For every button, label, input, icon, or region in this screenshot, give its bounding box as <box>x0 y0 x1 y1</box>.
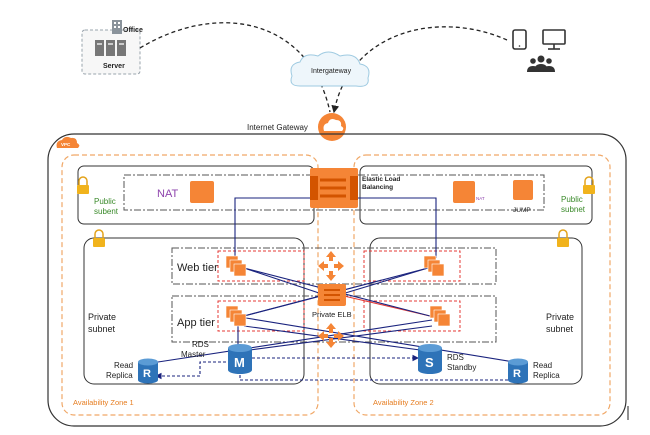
jump-label: JUMP <box>513 207 531 214</box>
vpc-label: VPC <box>61 142 71 147</box>
elb-to-web-left-link <box>234 197 310 258</box>
db-master-to-replica-left-replication <box>154 361 226 380</box>
web-tier-group-right <box>363 250 461 282</box>
users-group-icon <box>527 55 555 72</box>
public-subnet-right-label-2: subnet <box>561 205 586 214</box>
nat-left-label: NAT <box>157 188 178 200</box>
public-subnet-left-label-2: subent <box>94 207 119 216</box>
elb-label-2: Balancing <box>362 184 393 191</box>
server-rack-icon <box>95 40 126 56</box>
office-label: Office <box>123 27 143 34</box>
web-left-to-private-elb-link <box>243 267 323 295</box>
elb-to-web-right-link <box>358 197 437 258</box>
private-subnet-right <box>369 237 583 385</box>
rds-standby-letter: S <box>425 355 434 370</box>
rds-standby-db-icon: S <box>418 344 442 374</box>
az1-label: Availability Zone 1 <box>73 398 134 407</box>
public-subnet-left-lock-icon <box>77 176 89 194</box>
app-tier-label: App tier <box>177 317 215 329</box>
private-subnet-left-lock-icon <box>93 229 105 247</box>
internet-gateway-icon <box>318 113 346 141</box>
app-tier-right-instances-icon <box>429 305 451 327</box>
office-server-group: Office Server <box>81 20 143 75</box>
private-elb-label: Private ELB <box>312 310 352 319</box>
rds-master-db-icon: M <box>228 344 252 374</box>
web-tier-auto-scaling-icon <box>318 251 344 281</box>
web-tier-left-instances-icon <box>225 255 247 277</box>
private-subnet-left-label-1: Private <box>88 312 116 322</box>
app-tier-group-right <box>363 300 461 332</box>
web-tier-label: Web tier <box>177 262 218 274</box>
public-subnet-right-label-1: Public <box>561 195 583 204</box>
read-replica-left-letter: R <box>143 368 151 380</box>
app-right-to-read-replica-left-link <box>157 319 433 363</box>
read-replica-left-db-icon: R <box>138 358 158 384</box>
public-subnet-right-lock-icon <box>583 176 595 194</box>
elb-label-1: Elastic Load <box>362 176 400 183</box>
nat-right-label: NAT <box>476 196 485 201</box>
read-replica-left-label-2: Replica <box>106 371 133 380</box>
intergateway-cloud: Intergateway <box>290 51 370 87</box>
intergateway-label: Intergateway <box>311 68 352 75</box>
rds-master-label-1: RDS <box>192 340 209 349</box>
public-subnet-left-label-1: Public <box>94 197 116 206</box>
server-label: Server <box>103 63 125 70</box>
vpc-boundary <box>47 133 627 427</box>
az2-label: Availability Zone 2 <box>373 398 434 407</box>
app-left-to-read-replica-right-link <box>245 317 515 363</box>
private-subnet-right-label-1: Private <box>546 312 574 322</box>
read-replica-right-letter: R <box>513 368 521 380</box>
internet-gateway-label: Internet Gateway <box>247 123 308 132</box>
desktop-monitor-icon <box>542 29 566 50</box>
web-tier-group-left <box>217 250 305 282</box>
read-replica-right-db-icon: R <box>508 358 528 384</box>
rds-master-letter: M <box>234 355 245 370</box>
app-tier-auto-scaling-icon <box>318 323 344 348</box>
private-subnet-right-lock-icon <box>557 229 569 247</box>
private-subnet-right-label-2: subnet <box>546 324 574 334</box>
web-right-to-private-elb-link <box>341 267 429 295</box>
nat-right-instance-icon <box>453 181 475 203</box>
availability-zone-2 <box>353 154 611 416</box>
private-load-balancer-icon <box>318 284 346 306</box>
rds-master-label-2: Master <box>181 350 206 359</box>
app-tier-group-left <box>217 300 305 332</box>
office-building-icon <box>112 20 122 34</box>
users-to-gateway-link <box>331 26 508 114</box>
tablet-icon <box>512 29 527 50</box>
read-replica-left-label-1: Read <box>114 361 133 370</box>
private-subnet-left-label-2: subnet <box>88 324 116 334</box>
read-replica-right-label-2: Replica <box>533 371 560 380</box>
web-tier-right-instances-icon <box>423 255 445 277</box>
availability-zone-1 <box>61 154 319 416</box>
vpc-cloud-icon: VPC <box>56 136 80 148</box>
jump-host-icon <box>513 180 533 200</box>
elastic-load-balancer-icon <box>310 168 358 208</box>
app-tier-left-instances-icon <box>225 305 247 327</box>
rds-standby-label-1: RDS <box>447 353 464 362</box>
read-replica-right-label-1: Read <box>533 361 552 370</box>
rds-standby-label-2: Standby <box>447 363 476 372</box>
public-subnet-right <box>359 165 593 225</box>
nat-left-instance-icon <box>190 181 214 203</box>
